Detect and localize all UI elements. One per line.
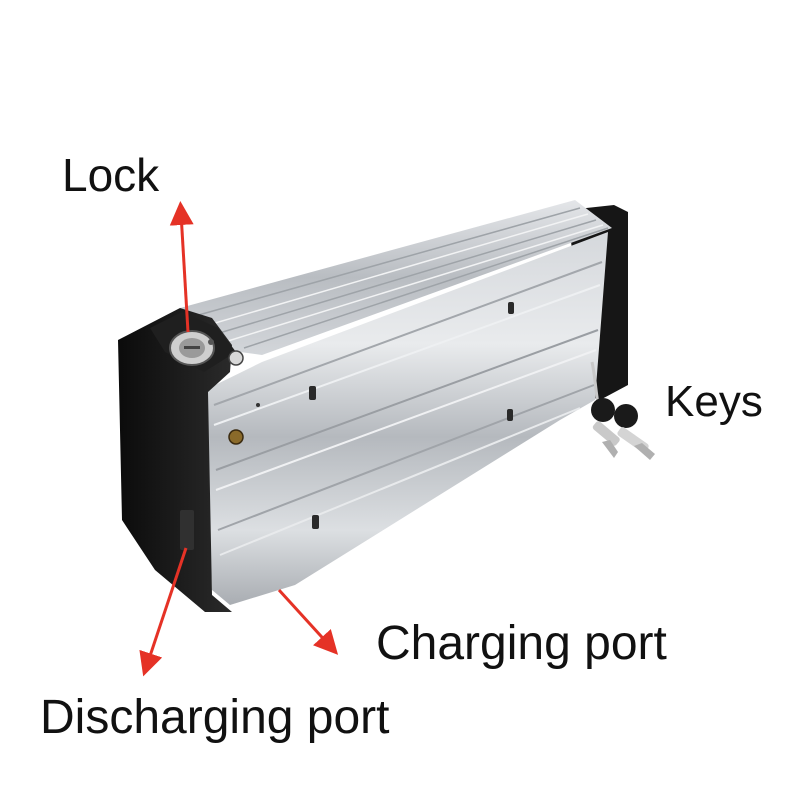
discharging-port-arrow <box>139 547 188 677</box>
discharging-port-label: Discharging port <box>40 691 390 744</box>
charging-port-label: Charging port <box>376 617 667 670</box>
lock-label: Lock <box>62 149 160 201</box>
charging-port-arrow <box>277 588 339 655</box>
left-end-cap <box>118 308 236 612</box>
lock-arrow <box>169 201 194 333</box>
housing-front-face <box>205 232 608 605</box>
lock-icon <box>169 330 244 366</box>
housing-top-face <box>180 200 612 355</box>
keys-label: Keys <box>665 377 763 426</box>
keys-icon <box>590 361 655 460</box>
